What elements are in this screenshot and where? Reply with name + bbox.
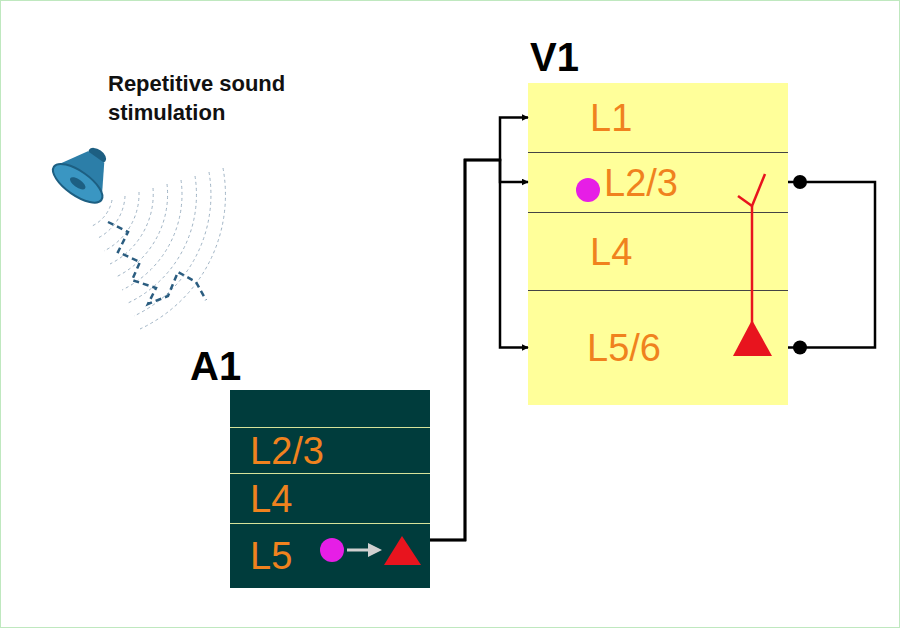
interneuron-soma bbox=[320, 538, 344, 562]
layer-band: L2/3 bbox=[528, 152, 788, 212]
area-heading: A1 bbox=[190, 346, 241, 386]
synapse-dot bbox=[793, 341, 807, 355]
layer-label: L5/6 bbox=[587, 329, 661, 367]
layer-band: L5 bbox=[230, 523, 430, 588]
layer-label: L2/3 bbox=[604, 164, 678, 202]
layer-label: L4 bbox=[590, 233, 632, 271]
layer-band: L4 bbox=[528, 212, 788, 290]
layer-band: L1 bbox=[528, 83, 788, 152]
sound-waves bbox=[92, 168, 225, 329]
projection-connector bbox=[430, 160, 528, 540]
sound-signal bbox=[108, 222, 206, 304]
cortex-box: A1L2/3L4L5 bbox=[230, 390, 430, 588]
projection-connector bbox=[430, 118, 528, 541]
local-arrowhead bbox=[368, 543, 382, 557]
interneuron-soma bbox=[576, 178, 600, 202]
layer-band: L2/3 bbox=[230, 427, 430, 473]
layer-label: L4 bbox=[250, 480, 292, 518]
layer-band: L4 bbox=[230, 473, 430, 523]
speaker-icon bbox=[47, 134, 124, 210]
synapse-dot bbox=[793, 175, 807, 189]
stimulus-label: Repetitive sound stimulation bbox=[108, 70, 308, 127]
projection-connector bbox=[430, 160, 528, 540]
cortex-box: V1L1L2/3L4L5/6 bbox=[528, 83, 788, 405]
layer-label: L5 bbox=[250, 537, 292, 575]
layer-label: L1 bbox=[590, 99, 632, 137]
area-heading: V1 bbox=[530, 37, 579, 77]
layer-label: L2/3 bbox=[250, 432, 324, 470]
pyramidal-soma bbox=[733, 320, 772, 356]
layer-band: L5/6 bbox=[528, 290, 788, 405]
pyramidal-soma bbox=[384, 536, 421, 565]
local-arrow bbox=[347, 549, 370, 552]
pyramidal-dendrite bbox=[738, 174, 765, 330]
projection-connector bbox=[788, 182, 875, 348]
